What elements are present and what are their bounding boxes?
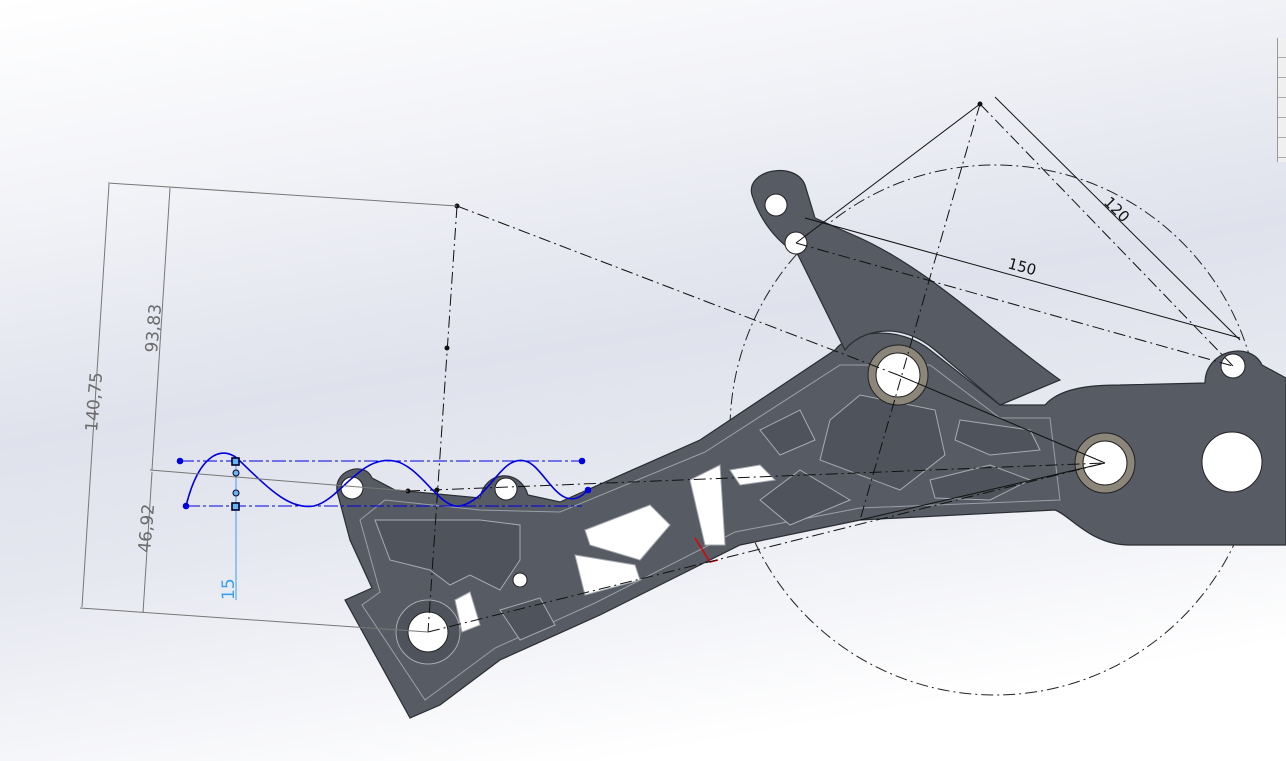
view-icon-1[interactable] [1278,38,1286,58]
dimension-spline-amplitude[interactable]: 15 [219,578,239,600]
spline-sketch[interactable] [176,452,592,600]
view-icon-6[interactable] [1278,138,1286,158]
dimension-lower-height[interactable]: 46,92 [135,503,159,553]
dimension-overall-height[interactable]: 140,75 [82,371,107,432]
view-icon-3[interactable] [1278,78,1286,98]
dimension-upper-height[interactable]: 93,83 [142,303,166,353]
dimension-link-120[interactable]: 120 [1100,193,1133,226]
view-icon-2[interactable] [1278,58,1286,78]
part-body[interactable] [336,170,1286,719]
view-toolbar [1277,38,1286,162]
dimension-link-150[interactable]: 150 [1006,254,1038,279]
dimension-lines [79,182,458,633]
view-icon-4[interactable] [1278,98,1286,118]
view-icon-5[interactable] [1278,118,1286,138]
sketch-lines [405,96,1241,633]
